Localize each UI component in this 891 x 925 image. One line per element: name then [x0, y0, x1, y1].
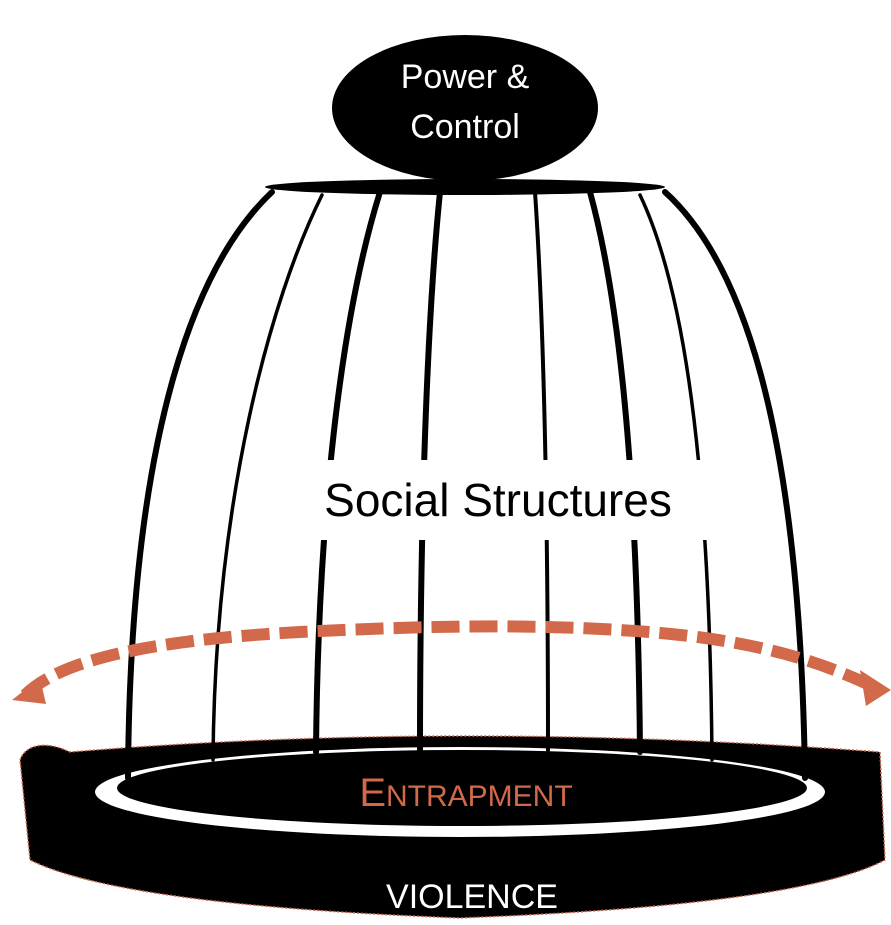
- label-backing: [285, 460, 710, 540]
- power-control-bubble: [332, 35, 598, 181]
- cage-bar: [211, 193, 324, 762]
- cage-bar: [417, 189, 443, 753]
- arrow-curve: [20, 620, 883, 700]
- entrapment-rest: NTRAPMENT: [386, 780, 573, 813]
- cage-rim: [265, 179, 665, 195]
- entrapment-label: ENTRAPMENT: [359, 771, 572, 815]
- cage-bar: [533, 190, 550, 752]
- entrapment-arrow: [12, 620, 891, 706]
- entrapment-cap: E: [359, 771, 386, 815]
- arrow-head-right: [860, 670, 891, 706]
- entrapment-platform: [117, 750, 807, 826]
- cage-bar: [313, 189, 383, 755]
- cage-bar: [587, 189, 643, 755]
- power-control-line2: Control: [410, 108, 520, 146]
- violence-label: VIOLENCE: [386, 878, 558, 916]
- cage-bars: [125, 189, 808, 781]
- cage-bar: [662, 189, 808, 781]
- cage-bar: [638, 193, 714, 762]
- arrow-head-left: [12, 678, 46, 704]
- power-control-line1: Power &: [401, 58, 530, 96]
- cage-bar: [125, 189, 275, 781]
- social-structures-label: Social Structures: [324, 474, 672, 526]
